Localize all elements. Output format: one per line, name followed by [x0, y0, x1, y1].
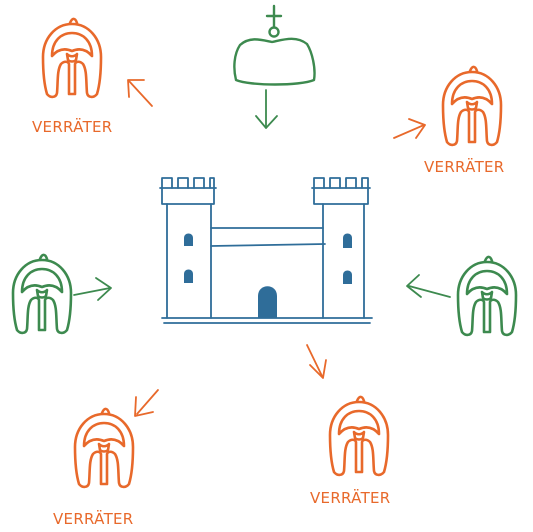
arrow-icon: [393, 118, 426, 139]
spartan-helmet-icon-right: [456, 255, 518, 337]
traitor-label-top-right: VERRÄTER: [424, 158, 505, 176]
castle-gate: [258, 286, 277, 318]
spartan-helmet-icon-bottom-left: [73, 407, 135, 489]
crown-icon: [233, 4, 316, 86]
arrow-icon: [127, 79, 153, 107]
arrow-icon: [255, 89, 278, 129]
spartan-helmet-icon-top-left: [41, 17, 103, 99]
traitor-label-bottom-left: VERRÄTER: [53, 510, 134, 528]
arrow-icon: [73, 277, 112, 301]
arrow-icon: [134, 389, 159, 417]
spartan-helmet-icon-bottom-right: [328, 395, 390, 477]
castle-windows: [184, 233, 352, 318]
traitor-label-top-left: VERRÄTER: [32, 118, 113, 136]
arrow-icon: [306, 344, 327, 379]
castle-icon: [159, 177, 373, 324]
spartan-helmet-icon-left: [11, 253, 73, 335]
arrow-icon: [406, 274, 451, 298]
traitor-label-bottom-right: VERRÄTER: [310, 489, 391, 507]
spartan-helmet-icon-top-right: [441, 65, 503, 147]
